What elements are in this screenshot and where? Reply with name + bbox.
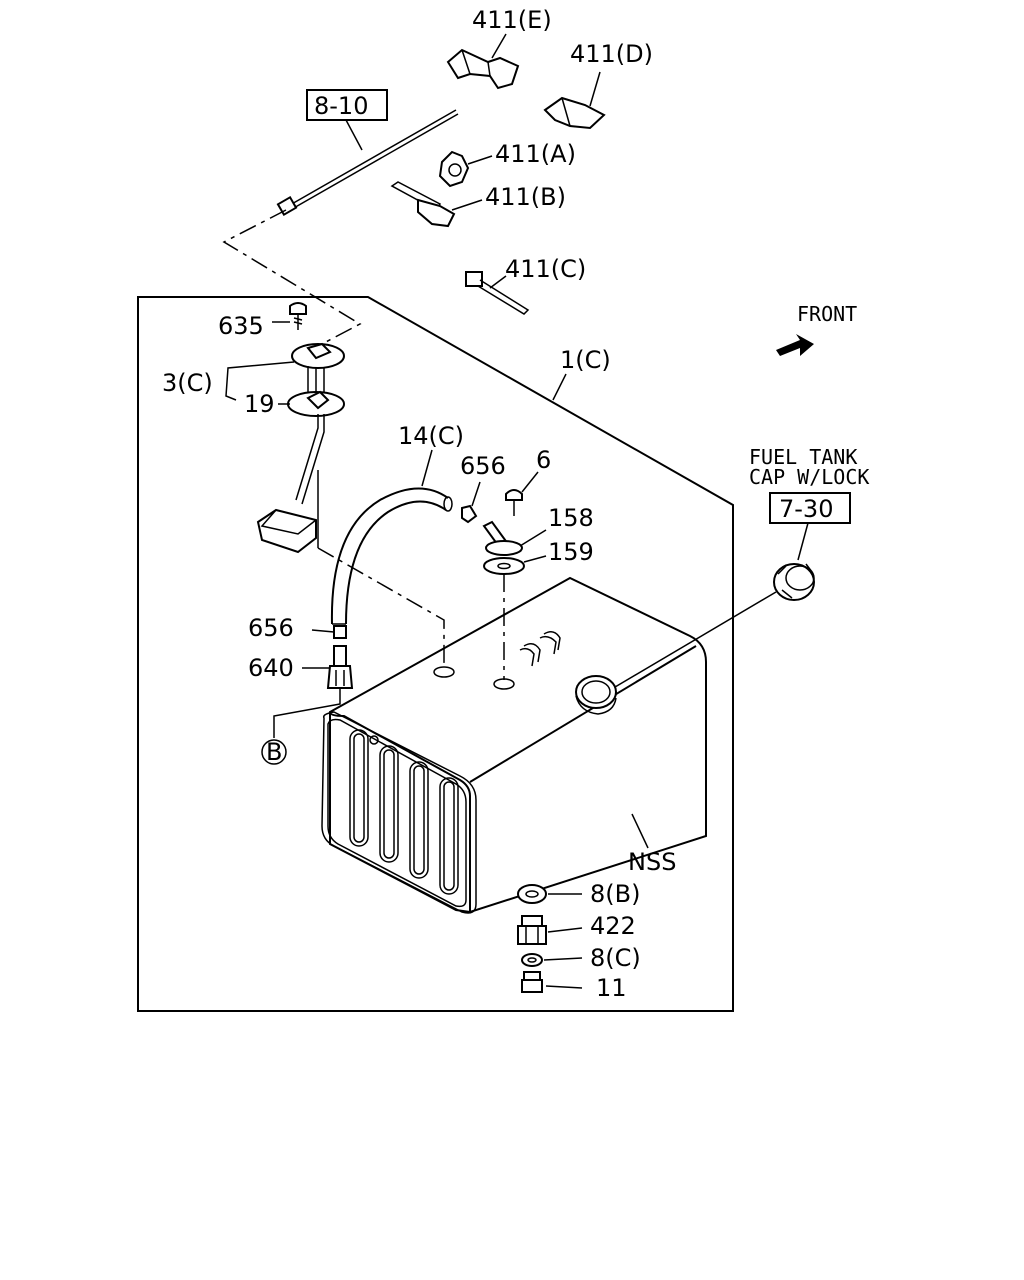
label-656-upper: 656 xyxy=(460,452,506,480)
part-411e-bracket xyxy=(446,33,520,90)
label-640: 640 xyxy=(248,654,294,682)
part-fuel-tank-cap xyxy=(773,563,815,601)
part-411c-cable-tie xyxy=(465,271,530,315)
part-411d-bracket xyxy=(543,71,606,130)
leader-cap-to-neck xyxy=(609,591,777,691)
label-411b: 411(B) xyxy=(485,183,566,211)
label-411e: 411(E) xyxy=(472,6,552,34)
part-640-fitting xyxy=(302,645,354,689)
label-3c: 3(C) xyxy=(162,369,213,397)
leader-640-to-b xyxy=(273,688,341,738)
label-front: FRONT xyxy=(797,302,857,326)
label-14c: 14(C) xyxy=(398,422,464,450)
label-fuel-cap-line2: CAP W/LOCK xyxy=(749,465,869,489)
label-635: 635 xyxy=(218,312,264,340)
part-14c-hose xyxy=(330,449,453,625)
part-3c-fuel-sender xyxy=(256,342,445,666)
label-8-10: 8-10 xyxy=(314,92,368,120)
part-656-clamp-lower xyxy=(311,625,347,639)
label-fuel-cap-line1: FUEL TANK xyxy=(749,445,857,469)
label-7-30: 7-30 xyxy=(779,495,833,523)
part-158-pipe-assembly xyxy=(482,520,547,556)
ref-box-7-30 xyxy=(769,492,851,524)
part-8c-washer xyxy=(521,953,583,967)
front-arrow-icon xyxy=(776,334,814,356)
part-fuel-tank-body xyxy=(321,576,707,914)
part-8b-washer xyxy=(517,884,582,904)
label-422: 422 xyxy=(590,912,636,940)
label-6: 6 xyxy=(536,446,551,474)
label-11: 11 xyxy=(596,974,627,1002)
part-411b-clip xyxy=(390,181,483,228)
part-656-clamp-upper xyxy=(461,481,481,524)
label-8b: 8(B) xyxy=(590,880,640,908)
label-656-lower: 656 xyxy=(248,614,294,642)
part-635-screw xyxy=(272,302,307,330)
wire-harness xyxy=(276,109,459,217)
label-158: 158 xyxy=(548,504,594,532)
label-8c: 8(C) xyxy=(590,944,641,972)
label-411a: 411(A) xyxy=(495,140,576,168)
label-411c: 411(C) xyxy=(505,255,586,283)
label-411d: 411(D) xyxy=(570,40,653,68)
label-19: 19 xyxy=(244,390,275,418)
circle-b-marker xyxy=(261,739,287,765)
label-159: 159 xyxy=(548,538,594,566)
part-159-gasket xyxy=(483,555,547,680)
label-circle-b: B xyxy=(266,738,282,766)
part-422-drain-plug xyxy=(517,915,583,945)
label-1c: 1(C) xyxy=(560,346,611,374)
bracket-3c xyxy=(225,361,295,401)
part-6-screw xyxy=(505,471,539,516)
leader-harness-to-sender xyxy=(222,209,362,345)
label-nss: NSS xyxy=(628,848,676,876)
ref-box-8-10 xyxy=(306,89,388,121)
part-11-plug xyxy=(521,971,583,993)
assembly-frame xyxy=(137,296,734,1012)
part-411a-clip xyxy=(438,150,493,188)
